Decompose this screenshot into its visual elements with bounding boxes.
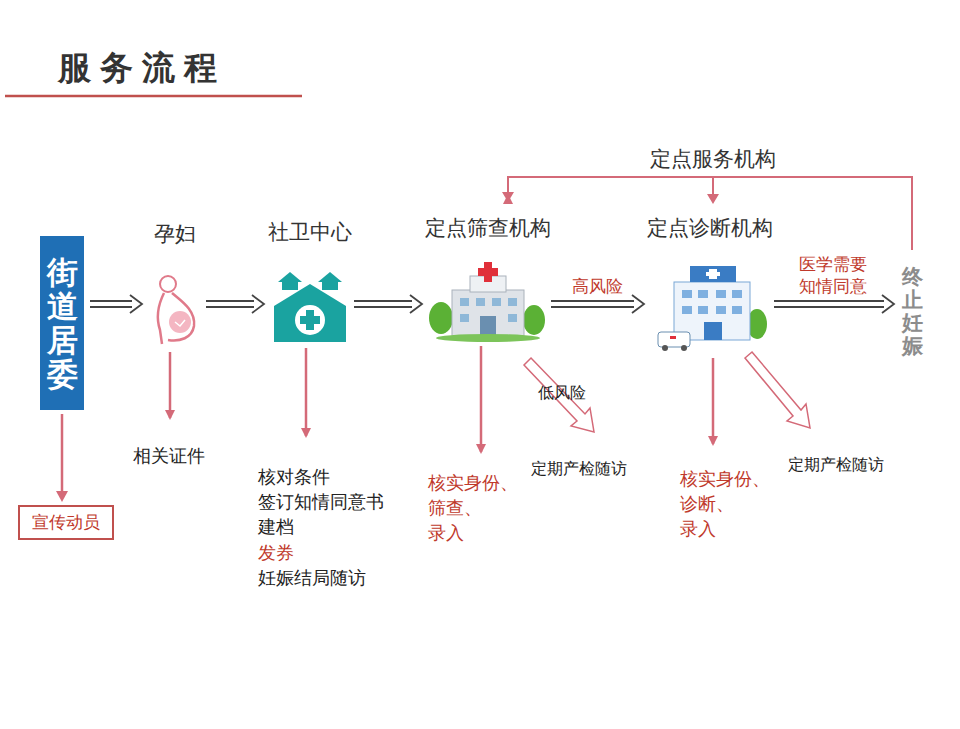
page-title: 服务流程 [58, 46, 226, 91]
screening-node: 定点筛查机构 [430, 262, 545, 340]
node-label: 定点诊断机构 [647, 214, 773, 242]
note-text: 核实身份、 [428, 471, 518, 495]
node-label: 孕妇 [154, 220, 196, 248]
flow-arrow [354, 295, 422, 313]
note-text: 定期产检随访 [531, 459, 627, 480]
pregnant-woman-icon [158, 276, 194, 344]
node-label: 定点筛查机构 [425, 214, 551, 242]
org-box: 街道居委 [40, 236, 84, 410]
title-underline [5, 95, 302, 98]
note-text: 定期产检随访 [788, 455, 884, 476]
center-node: 社卫中心 [272, 270, 348, 342]
note-text: 妊娠结局随访 [258, 566, 366, 590]
group-label: 定点服务机构 [650, 145, 776, 173]
group-bracket [508, 177, 912, 250]
note-text: 相关证件 [133, 444, 205, 468]
edge-label: 医学需要 知情同意 [799, 253, 869, 297]
flow-arrow [56, 414, 68, 502]
note-text: 核对条件 [258, 465, 330, 489]
note-text: 签订知情同意书 [258, 490, 384, 514]
node-label: 社卫中心 [268, 218, 352, 246]
hospital-icon [658, 266, 767, 351]
note-text: 筛查、 [428, 496, 482, 520]
node-label: 宣传动员 [32, 512, 100, 532]
edge-label: 高风险 [572, 275, 623, 297]
diagnosis-node: 定点诊断机构 [652, 262, 768, 352]
flow-arrow [551, 295, 644, 313]
outcome-node: 终止妊娠 [902, 266, 928, 361]
leader-arrows [170, 346, 713, 452]
screening-building-icon [429, 262, 545, 342]
node-label: 终止妊娠 [902, 266, 923, 358]
note-text: 核实身份、 [680, 467, 770, 491]
note-text: 发券 [258, 541, 294, 565]
bracket-head-mid [707, 194, 719, 204]
note-text: 录入 [428, 521, 464, 545]
flow-arrow [90, 295, 142, 313]
note-text: 录入 [680, 517, 716, 541]
note-text: 建档 [258, 515, 294, 539]
actor-node: 孕妇 [150, 272, 200, 346]
flow-arrow [206, 295, 264, 313]
diagonal-arrows [524, 352, 810, 432]
node-label: 街道居委 [47, 255, 78, 391]
flow-arrow [774, 295, 894, 313]
note-text: 诊断、 [680, 492, 734, 516]
health-center-icon [274, 272, 346, 342]
branch-label: 低风险 [538, 383, 586, 404]
task-box: 宣传动员 [18, 505, 114, 540]
bracket-head-left [502, 192, 514, 202]
